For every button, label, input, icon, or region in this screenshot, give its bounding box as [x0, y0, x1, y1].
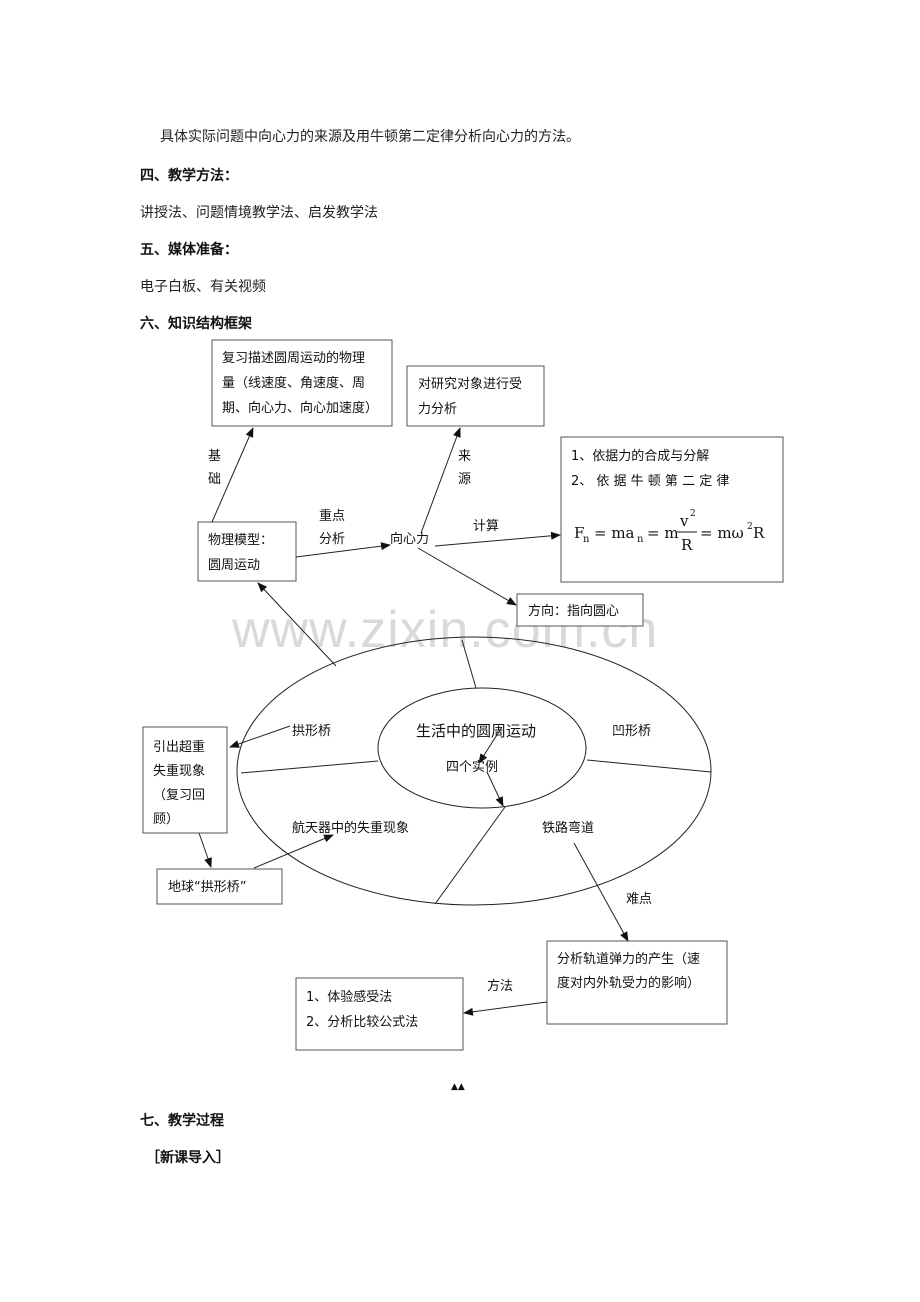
inner-ellipse — [377, 687, 587, 809]
svg-text:v: v — [679, 512, 689, 530]
arrow-earth-to-spacecraft — [253, 834, 334, 869]
earth-arch-box — [156, 868, 283, 905]
concave-bridge-label: 凹形桥 — [612, 724, 651, 739]
arrow-arch-to-overweight — [229, 725, 291, 748]
intro-line: 具体实际问题中向心力的来源及用牛顿第二定律分析向心力的方法。 — [160, 129, 580, 145]
arrow-to-calculation — [434, 531, 561, 547]
spacecraft-label: 航天器中的失重现象 — [292, 820, 409, 836]
arrow-railway-to-track — [573, 842, 629, 942]
label-focus-2: 分析 — [319, 532, 345, 547]
divider-top — [461, 639, 477, 689]
track-line-2: 度对内外轨受力的影响） — [557, 975, 700, 991]
examples-label: 四个实例 — [446, 760, 498, 775]
svg-text:n: n — [583, 534, 590, 545]
svg-text:= m: = m — [647, 524, 679, 542]
railway-label: 铁路弯道 — [542, 820, 594, 836]
arrow-to-review — [211, 427, 254, 523]
arch-bridge-label: 拱形桥 — [292, 724, 331, 739]
section7-heading: 七、教学过程 — [140, 1113, 224, 1129]
arrow-to-force-analysis — [420, 427, 461, 534]
method-line-2: 2、分析比较公式法 — [306, 1015, 418, 1030]
label-source-2: 源 — [458, 472, 471, 487]
label-focus-1: 重点 — [319, 508, 345, 524]
physical-model-box — [197, 521, 297, 582]
overweight-line-2: 失重现象 — [153, 763, 205, 779]
newton-formula: F n = ma n = m v 2 R = mω 2 R — [574, 509, 765, 554]
divider-right — [586, 759, 712, 773]
svg-text:n: n — [637, 534, 644, 545]
method-line-1: 1、体验感受法 — [306, 989, 392, 1005]
label-source-1: 来 — [458, 449, 471, 464]
section7-sub: ［新课导入］ — [146, 1150, 230, 1166]
model-box-line-2: 圆周运动 — [208, 558, 260, 573]
calc-box-line-1: 1、依据力的合成与分解 — [571, 448, 709, 464]
review-box — [211, 339, 393, 427]
section4-body: 讲授法、问题情境教学法、启发教学法 — [140, 205, 378, 221]
arrow-to-centripetal — [295, 542, 391, 558]
model-box-line-1: 物理模型： — [208, 533, 273, 548]
section6-heading: 六、知识结构框架 — [140, 316, 252, 332]
force-box-line-1: 对研究对象进行受 — [418, 377, 522, 392]
method-box — [295, 977, 464, 1051]
force-analysis-box — [406, 365, 545, 427]
label-difficulty: 难点 — [626, 892, 652, 907]
label-basis-1: 基 — [208, 449, 221, 464]
overweight-line-1: 引出超重 — [153, 739, 205, 755]
divider-left — [240, 760, 379, 774]
track-line-1: 分析轨道弹力的产生（速 — [557, 951, 700, 967]
arrow-track-to-method — [463, 1001, 548, 1016]
overweight-line-3: （复习回 — [153, 788, 205, 803]
calc-box-line-2: 2、 依 据 牛 顿 第 二 定 律 — [571, 474, 729, 489]
label-basis-2: 础 — [208, 472, 221, 487]
calculation-box — [560, 436, 784, 583]
track-force-box — [546, 940, 728, 1025]
section4-heading: 四、教学方法： — [140, 168, 238, 184]
section5-heading: 五、媒体准备： — [140, 242, 238, 258]
svg-text:2: 2 — [747, 522, 753, 532]
label-method: 方法 — [487, 978, 513, 994]
svg-text:2: 2 — [690, 509, 696, 519]
review-box-line-3: 期、向心力、向心加速度） — [222, 400, 378, 416]
arrow-center-to-examples — [478, 726, 503, 764]
review-box-line-1: 复习描述圆周运动的物理 — [222, 350, 365, 366]
svg-text:= ma: = ma — [594, 524, 635, 542]
svg-text:R: R — [753, 524, 765, 542]
label-centripetal-force: 向心力 — [390, 531, 429, 547]
outer-ellipse — [236, 636, 712, 906]
force-box-line-2: 力分析 — [418, 402, 457, 417]
svg-text:F: F — [574, 524, 584, 542]
svg-text:R: R — [681, 536, 693, 554]
section5-body: 电子白板、有关视频 — [140, 279, 266, 295]
overweight-box — [142, 726, 228, 834]
overweight-line-4: 顾） — [153, 812, 179, 827]
review-box-line-2: 量（线速度、角速度、周 — [222, 375, 365, 391]
arrow-ellipse-to-model — [257, 582, 337, 667]
arrow-overweight-to-earth — [198, 832, 212, 868]
direction-label: 方向：指向圆心 — [528, 603, 619, 619]
earth-arch-label: 地球“拱形桥” — [168, 880, 246, 895]
label-calculation: 计算 — [473, 519, 499, 534]
center-label: 生活中的圆周运动 — [416, 722, 536, 740]
direction-box — [516, 593, 644, 627]
footer-mark: ▲▲ — [451, 1082, 465, 1092]
arrow-examples-down — [486, 771, 504, 807]
divider-bottom — [434, 806, 506, 905]
arrow-to-direction — [417, 547, 517, 606]
svg-text:= mω: = mω — [700, 524, 744, 542]
